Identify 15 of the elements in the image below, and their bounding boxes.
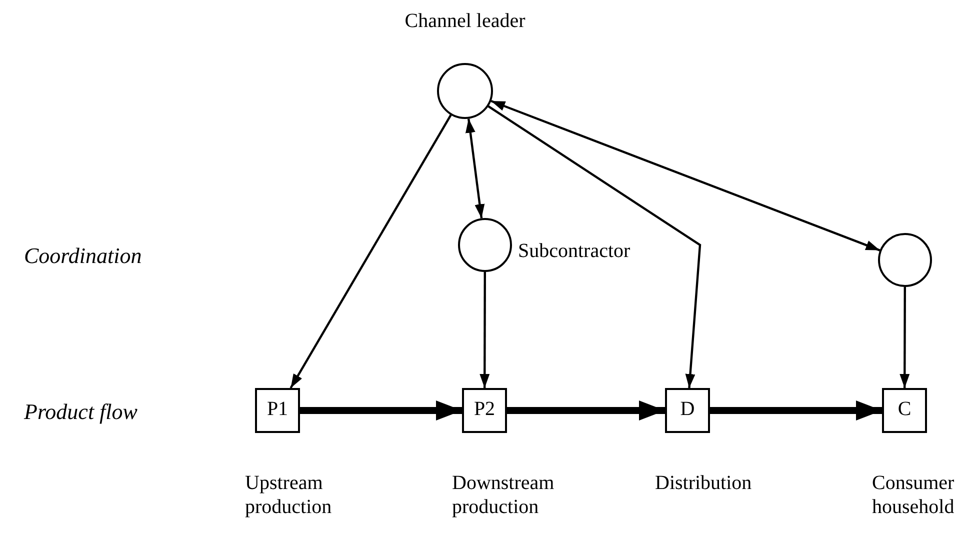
node-caption: Upstream production (245, 471, 333, 519)
row-label: Coordination (24, 243, 142, 269)
double-arrow (490, 100, 880, 252)
arrow (290, 114, 452, 389)
arrow (480, 272, 490, 388)
arrow (488, 105, 702, 388)
node-caption: Consumer household (872, 471, 956, 519)
node-caption: Downstream production (452, 471, 556, 519)
arrow (507, 400, 665, 420)
node-caption: Distribution (655, 471, 753, 495)
arrow (710, 400, 882, 420)
arrow (300, 400, 462, 420)
double-arrow (465, 118, 485, 218)
arrow (900, 287, 910, 388)
row-label: Product flow (24, 399, 138, 425)
